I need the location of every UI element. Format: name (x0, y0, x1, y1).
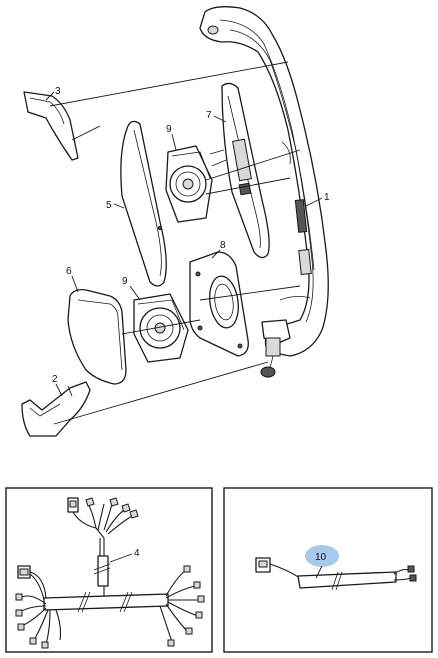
lower-actuator (133, 293, 189, 363)
harness-box-10: 10 (223, 487, 433, 653)
callouts-upper: 3 9 7 5 1 8 6 9 2 (45, 86, 330, 397)
upper-back-plate (209, 82, 270, 259)
callout-9-lower: 9 (122, 276, 128, 287)
harness-box-4: 4 (5, 487, 213, 653)
upper-mirror-glass (120, 120, 167, 287)
callout-3: 3 (55, 86, 61, 97)
callout-10-highlight (305, 545, 339, 567)
lower-cover (21, 381, 91, 437)
callout-1: 1 (324, 192, 330, 203)
upper-cover (23, 91, 79, 161)
mirror-arm-housing (199, 6, 329, 378)
callout-2: 2 (52, 374, 58, 385)
callout-5: 5 (106, 200, 112, 211)
assembly-lines (49, 61, 301, 425)
callout-4: 4 (134, 548, 140, 559)
callout-9-upper: 9 (166, 124, 172, 135)
callout-7: 7 (206, 110, 212, 121)
lower-back-plate (189, 251, 249, 357)
upper-actuator (165, 145, 213, 223)
lower-mirror-glass (67, 288, 127, 385)
callout-6: 6 (66, 266, 72, 277)
callout-10: 10 (315, 552, 327, 563)
callout-8: 8 (220, 240, 226, 251)
